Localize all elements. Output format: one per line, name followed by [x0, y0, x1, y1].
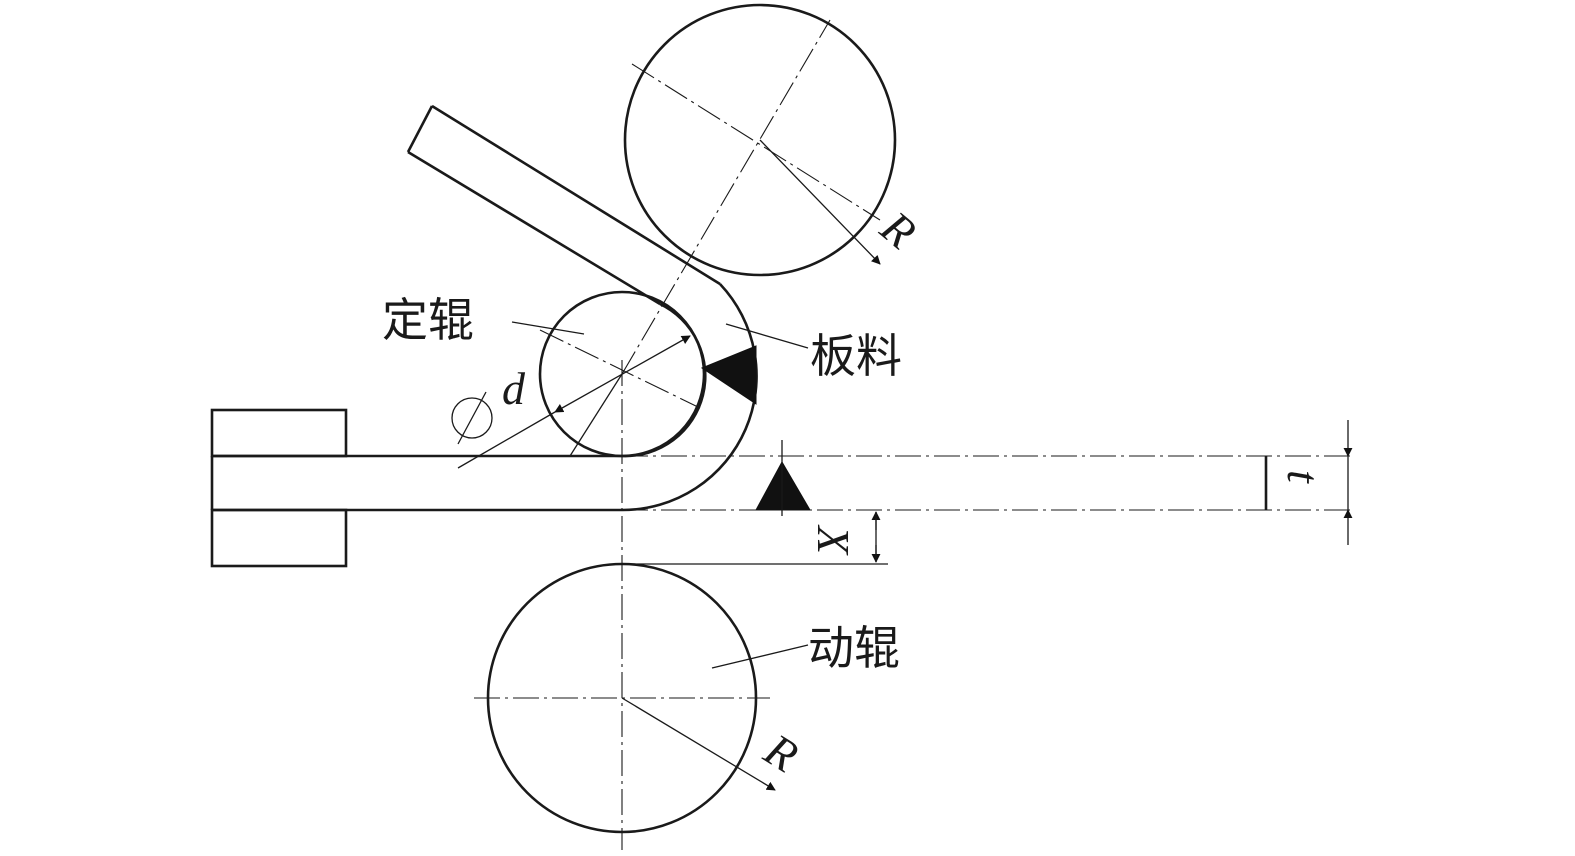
- thickness-dimension: [1264, 420, 1353, 545]
- moving-roller-label: 动辊: [808, 621, 900, 675]
- sheet-label: 板料: [810, 329, 902, 383]
- diameter-symbol-icon: [451, 391, 493, 445]
- leader-lines: [511, 321, 809, 669]
- radius-label-lower: R: [755, 723, 807, 782]
- sheet-strip: [212, 104, 758, 512]
- radius-dimension-lower: [621, 697, 776, 791]
- gap-label: X: [808, 524, 859, 556]
- wedge-marks: [700, 345, 811, 516]
- center-lines: [474, 19, 1350, 850]
- thickness-label: t: [1278, 470, 1329, 484]
- gap-dimension: [622, 511, 888, 565]
- radius-dimension-upper: [759, 139, 881, 265]
- radius-label-upper: R: [871, 201, 926, 259]
- upper-roller: [623, 3, 897, 277]
- diameter-label: d: [502, 363, 526, 414]
- clamp-block: [210, 408, 348, 568]
- fixed-roller-label: 定辊: [382, 293, 474, 347]
- diameter-dimension: [457, 335, 691, 469]
